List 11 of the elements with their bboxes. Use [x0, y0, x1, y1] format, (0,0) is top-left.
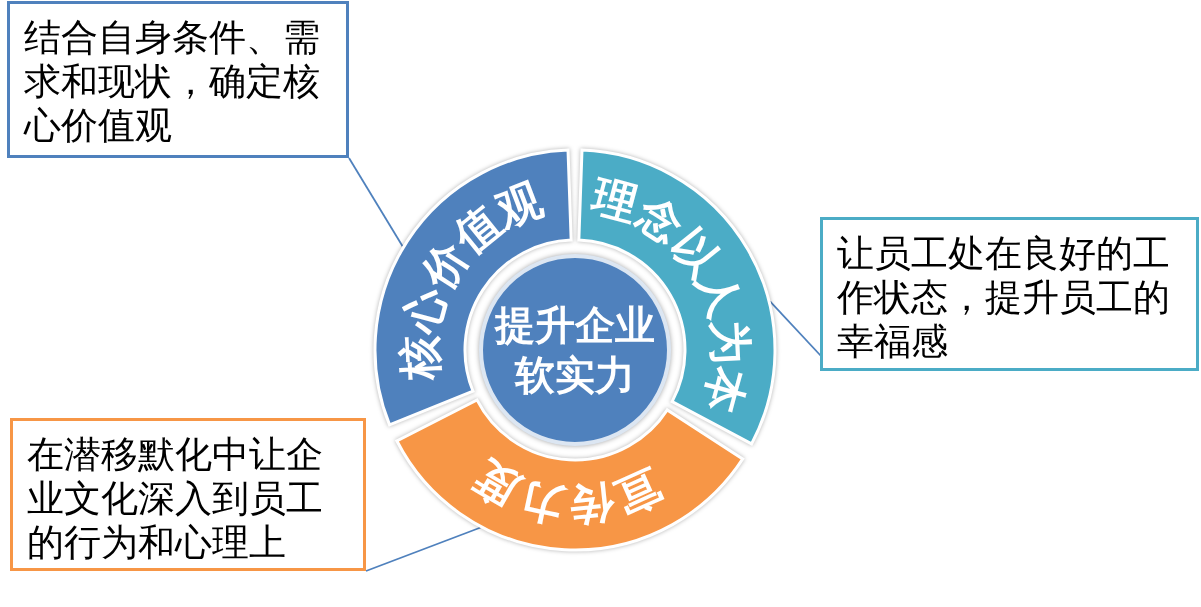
leader-line [365, 526, 482, 572]
center-label: 提升企业软实力 [493, 301, 656, 400]
callout-text: 在潜移默化中让企业文化深入到员工的行为和心理上 [27, 433, 324, 565]
leader-line [348, 157, 404, 248]
callout-box [820, 217, 1199, 371]
callout-text: 结合自身条件、需求和现状，确定核心价值观 [24, 16, 321, 148]
callout-text: 让员工处在良好的工作状态，提升员工的幸福感 [837, 232, 1171, 364]
segment-label: 宣传力度 [465, 451, 669, 533]
callout-box [10, 418, 366, 571]
leader-line [769, 300, 822, 357]
callout-box [7, 1, 349, 158]
